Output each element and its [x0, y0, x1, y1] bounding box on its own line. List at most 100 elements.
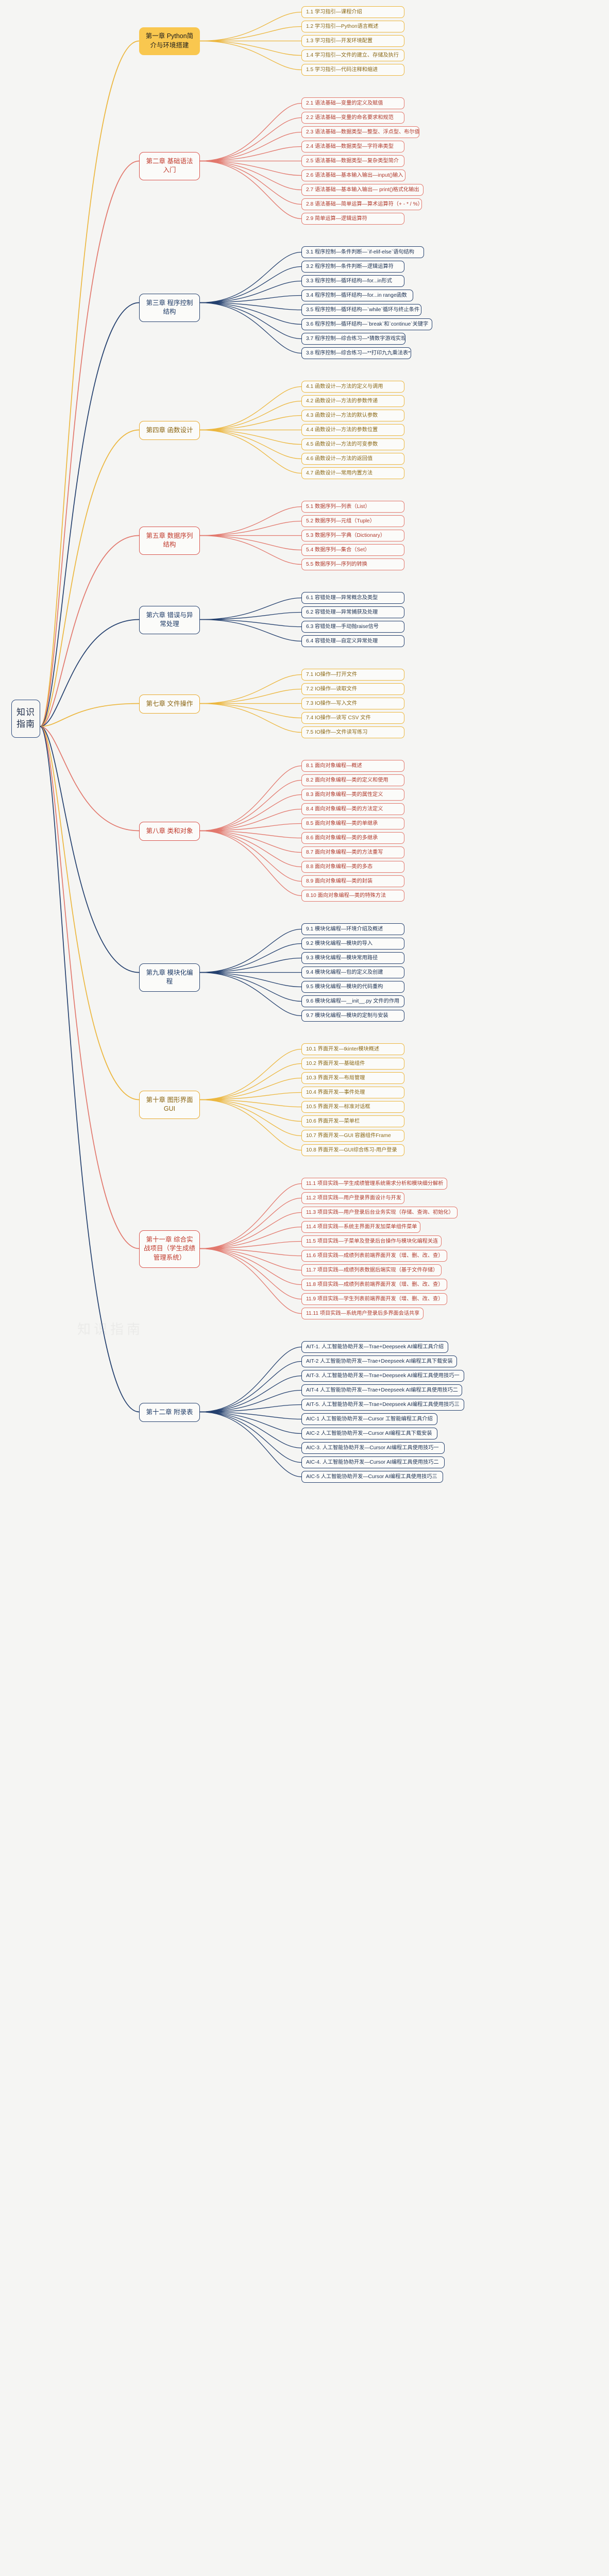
leaf-node[interactable]: 4.3 函数设计—方法的默认参数 — [301, 410, 404, 421]
leaf-node[interactable]: 3.2 程序控制—条件判断—逻辑运算符 — [301, 261, 404, 273]
leaf-node[interactable]: 5.5 数据序列—序列的转换 — [301, 558, 404, 570]
chapter-node-ch2[interactable]: 第二章 基础语法入门 — [139, 151, 200, 180]
leaf-node[interactable]: 3.1 程序控制—条件判断—`if-elif-else`语句结构 — [301, 246, 424, 258]
leaf-node[interactable]: 8.1 面向对象编程—概述 — [301, 760, 404, 772]
leaf-node[interactable]: 8.5 面向对象编程—类的单继承 — [301, 818, 404, 829]
leaf-node[interactable]: 4.6 函数设计—方法的返回值 — [301, 453, 404, 465]
chapter-node-ch1[interactable]: 第一章 Python简介与环境搭建 — [139, 27, 200, 55]
leaf-node[interactable]: 11.8 项目实践—成绩列表前端界面开发（增、删、改、查） — [301, 1279, 447, 1291]
leaf-node[interactable]: 7.2 IO操作—读取文件 — [301, 683, 404, 695]
leaf-node[interactable]: 10.1 界面开发—tkinter模块概述 — [301, 1043, 404, 1055]
leaf-node[interactable]: 5.2 数据序列—元组（Tuple） — [301, 515, 404, 527]
leaf-node[interactable]: 8.4 面向对象编程—类的方法定义 — [301, 803, 404, 815]
chapter-node-ch8[interactable]: 第八章 类和对象 — [139, 821, 200, 841]
leaf-node[interactable]: AIT-3. 人工智能协助开发—Trae+Deepseek AI编程工具使用技巧… — [301, 1370, 464, 1382]
chapter-node-ch4[interactable]: 第四章 函数设计 — [139, 420, 200, 440]
leaf-node[interactable]: 9.1 模块化编程—环境介绍及概述 — [301, 923, 404, 935]
leaf-node[interactable]: 11.5 项目实践—子菜单及登录后台操作与模块化编程关连 — [301, 1235, 442, 1247]
leaf-node[interactable]: 3.5 程序控制—循环结构—`while`循环与终止条件 — [301, 304, 422, 316]
leaf-node[interactable]: AIT-5. 人工智能协助开发—Trae+Deepseek AI编程工具使用技巧… — [301, 1399, 464, 1411]
chapter-node-ch10[interactable]: 第十章 图形界面GUI — [139, 1090, 200, 1119]
leaf-node[interactable]: 2.4 语法基础—数据类型—字符串类型 — [301, 141, 404, 152]
leaf-node[interactable]: AIC-2 人工智能协助开发—Cursor AI编程工具下载安装 — [301, 1428, 438, 1439]
leaf-node[interactable]: 11.7 项目实践—成绩列表数据后端实现（基于文件存储） — [301, 1264, 442, 1276]
leaf-node[interactable]: 3.8 程序控制—综合练习—**打印九九乘法表** — [301, 347, 411, 359]
chapter-node-ch3[interactable]: 第三章 程序控制结构 — [139, 293, 200, 322]
leaf-node[interactable]: 9.4 模块化编程—包的定义及创建 — [301, 967, 404, 978]
leaf-node[interactable]: AIT-1. 人工智能协助开发—Trae+Deepseek AI编程工具介绍 — [301, 1341, 448, 1353]
leaf-node[interactable]: 10.6 界面开发—菜单栏 — [301, 1115, 404, 1127]
leaf-node[interactable]: 10.2 界面开发—基础组件 — [301, 1058, 404, 1070]
leaf-node[interactable]: 6.1 容错处理—异常概念及类型 — [301, 592, 404, 604]
leaf-node[interactable]: 9.7 模块化编程—模块的定制与安装 — [301, 1010, 404, 1022]
leaf-node[interactable]: 1.4 学习指引—文件的建立、存储及执行 — [301, 49, 404, 61]
leaf-node[interactable]: 6.3 容错处理—手动抛raise信号 — [301, 621, 404, 633]
leaf-node[interactable]: 10.7 界面开发—GUI 容器组件Frame — [301, 1130, 404, 1142]
leaf-node[interactable]: 6.4 容错处理—自定义异常处理 — [301, 635, 404, 647]
leaf-node[interactable]: 11.2 项目实践—用户登录界面设计与开发 — [301, 1192, 405, 1204]
leaf-node[interactable]: 9.2 模块化编程—模块的导入 — [301, 938, 404, 950]
leaf-node[interactable]: 11.9 项目实践—学生列表前端界面开发（增、删、改、查） — [301, 1293, 447, 1305]
leaf-node[interactable]: AIT-4 人工智能协助开发—Trae+Deepseek AI编程工具使用技巧二 — [301, 1384, 462, 1396]
leaf-node[interactable]: AIC-3. 人工智能协助开发—Cursor AI编程工具使用技巧一 — [301, 1442, 445, 1454]
leaf-node[interactable]: 4.1 函数设计—方法的定义与调用 — [301, 381, 404, 393]
leaf-node[interactable]: 3.4 程序控制—循环结构—for...in range函数 — [301, 290, 413, 301]
leaf-node[interactable]: 9.6 模块化编程—__init__.py 文件的作用 — [301, 995, 404, 1007]
leaf-node[interactable]: 2.8 语法基础—简单运算—算术运算符（+ - * / %） — [301, 198, 422, 210]
leaf-node[interactable]: 2.6 语法基础—基本输入输出—input()输入 — [301, 170, 406, 181]
leaf-node[interactable]: 11.11 项目实践—系统用户登录后多界面会话共享 — [301, 1308, 424, 1319]
leaf-node[interactable]: 2.3 语法基础—数据类型—整型、浮点型、布尔值 — [301, 126, 419, 138]
leaf-node[interactable]: 4.7 函数设计—常用内置方法 — [301, 467, 404, 479]
leaf-node[interactable]: 2.5 语法基础—数据类型—复杂类型简介 — [301, 155, 404, 167]
chapter-node-ch11[interactable]: 第十一章 综合实战项目（学生成绩管理系统） — [139, 1230, 200, 1268]
leaf-node[interactable]: 8.3 面向对象编程—类的属性定义 — [301, 789, 404, 801]
leaf-node[interactable]: AIT-2 人工智能协助开发—Trae+Deepseek AI编程工具下载安装 — [301, 1355, 457, 1367]
root-node[interactable]: 知识指南 — [11, 700, 40, 738]
leaf-node[interactable]: 10.3 界面开发—布局管理 — [301, 1072, 404, 1084]
leaf-node[interactable]: 10.8 界面开发—GUI综合练习-用户登录 — [301, 1144, 404, 1156]
leaf-node[interactable]: 3.3 程序控制—循环结构—for...in形式 — [301, 275, 404, 287]
leaf-node[interactable]: 1.1 学习指引—课程介绍 — [301, 6, 404, 18]
leaf-node[interactable]: 8.6 面向对象编程—类的多继承 — [301, 832, 404, 844]
leaf-node[interactable]: 10.5 界面开发—标准对话框 — [301, 1101, 404, 1113]
leaf-node[interactable]: 2.7 语法基础—基本输入输出— print()格式化输出 — [301, 184, 424, 196]
leaf-node[interactable]: 2.2 语法基础—变量的命名要求和规范 — [301, 112, 404, 124]
leaf-node[interactable]: 2.9 简单运算—逻辑运算符 — [301, 213, 404, 225]
leaf-node[interactable]: 3.6 程序控制—循环结构—`break`和`continue`关键字 — [301, 318, 433, 330]
leaf-node[interactable]: 11.4 项目实践—系统主界面开发加菜单组件菜单 — [301, 1221, 420, 1233]
leaf-node[interactable]: 8.8 面向对象编程—类的多态 — [301, 861, 404, 873]
leaf-node[interactable]: 11.1 项目实践—学生成绩管理系统需求分析和模块细分解析 — [301, 1178, 447, 1190]
leaf-node[interactable]: 7.4 IO操作—读写 CSV 文件 — [301, 712, 404, 724]
chapter-node-ch7[interactable]: 第七章 文件操作 — [139, 694, 200, 714]
leaf-node[interactable]: AIC-1 人工智能协助开发—Cursor 工智能编程工具介绍 — [301, 1413, 437, 1425]
leaf-node[interactable]: 10.4 界面开发—事件处理 — [301, 1087, 404, 1098]
leaf-node[interactable]: 7.3 IO操作—写入文件 — [301, 698, 404, 709]
leaf-node[interactable]: 1.5 学习指引—代码注释和缩进 — [301, 64, 404, 76]
leaf-node[interactable]: 5.1 数据序列—列表（List） — [301, 501, 404, 513]
leaf-node[interactable]: 9.3 模块化编程—模块常用路径 — [301, 952, 404, 964]
leaf-node[interactable]: 4.4 函数设计—方法的参数位置 — [301, 424, 404, 436]
chapter-node-ch5[interactable]: 第五章 数据序列结构 — [139, 526, 200, 555]
leaf-node[interactable]: 11.6 项目实践—成绩列表前端界面开发（增、删、改、查） — [301, 1250, 447, 1262]
leaf-node[interactable]: 8.2 面向对象编程—类的定义和使用 — [301, 774, 404, 786]
leaf-node[interactable]: 4.5 函数设计—方法的可变参数 — [301, 438, 404, 450]
leaf-node[interactable]: 7.5 IO操作—文件读写练习 — [301, 726, 404, 738]
leaf-node[interactable]: 2.1 语法基础—变量的定义及赋值 — [301, 97, 404, 109]
leaf-node[interactable]: 11.3 项目实践—用户登录后台业务实现（存储、查询、初始化） — [301, 1207, 458, 1218]
leaf-node[interactable]: AIC-4. 人工智能协助开发—Cursor AI编程工具使用技巧二 — [301, 1456, 445, 1468]
leaf-node[interactable]: 3.7 程序控制—综合练习—*猜数字游戏实现 — [301, 333, 405, 345]
leaf-node[interactable]: 1.2 学习指引—Python语言概述 — [301, 21, 404, 32]
leaf-node[interactable]: 5.4 数据序列—集合（Set） — [301, 544, 404, 556]
leaf-node[interactable]: 6.2 容错处理—异常捕获及处理 — [301, 606, 404, 618]
leaf-node[interactable]: 5.3 数据序列—字典（Dictionary） — [301, 530, 404, 541]
chapter-node-ch9[interactable]: 第九章 模块化编程 — [139, 963, 200, 992]
leaf-node[interactable]: 4.2 函数设计—方法的参数传递 — [301, 395, 404, 407]
leaf-node[interactable]: 8.9 面向对象编程—类的封装 — [301, 875, 404, 887]
leaf-node[interactable]: 8.7 面向对象编程—类的方法重写 — [301, 846, 404, 858]
leaf-node[interactable]: 1.3 学习指引—开发环境配置 — [301, 35, 404, 47]
leaf-node[interactable]: 9.5 模块化编程—模块的代码重构 — [301, 981, 404, 993]
leaf-node[interactable]: 8.10 面向对象编程—类的特殊方法 — [301, 890, 404, 902]
chapter-node-ch12[interactable]: 第十二章 附录表 — [139, 1402, 200, 1422]
leaf-node[interactable]: 7.1 IO操作—打开文件 — [301, 669, 404, 681]
leaf-node[interactable]: AIC-5 人工智能协助开发—Cursor AI编程工具使用技巧三 — [301, 1471, 443, 1483]
